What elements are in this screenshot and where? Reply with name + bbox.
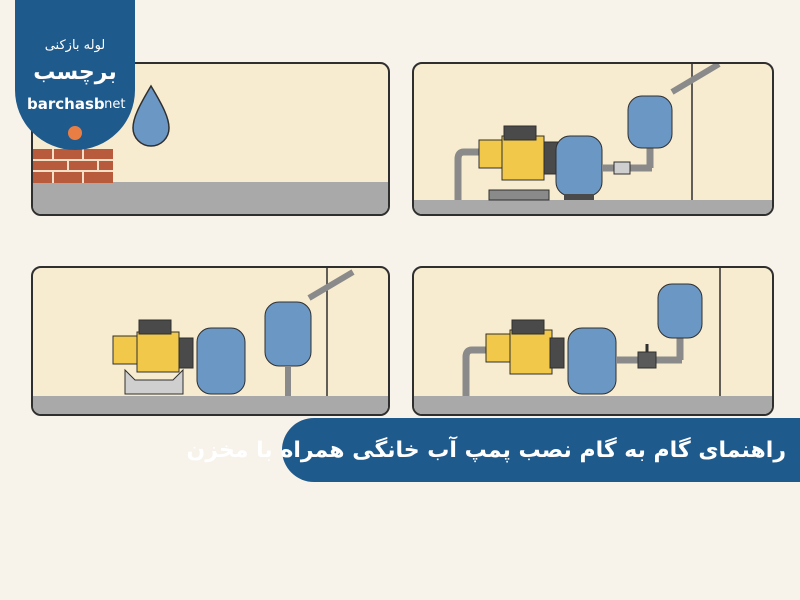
step-panel-2 [412, 62, 774, 216]
logo-domain-tld: .net [100, 97, 126, 112]
pump-motor [136, 331, 180, 373]
expansion-tank [627, 95, 673, 149]
brand-logo[interactable]: لوله بازکنی برچسب barchasb .net [15, 0, 135, 150]
step-2-illustration [414, 64, 772, 214]
pressure-tank [567, 327, 617, 395]
pressure-tank [555, 135, 603, 197]
pump-motor [509, 329, 553, 375]
pump-fan-cover [549, 337, 565, 369]
pump-base [488, 189, 550, 201]
logo-domain-main: barchasb [27, 95, 105, 113]
expansion-tank [657, 283, 703, 339]
floor [414, 200, 772, 214]
logo-brand: برچسب [33, 60, 117, 85]
suction-pipe [462, 346, 490, 396]
step-panel-4 [412, 266, 774, 416]
suction-pipe [454, 148, 484, 200]
pressure-tank [196, 327, 246, 395]
pump-terminal-box [503, 125, 537, 141]
valve-icon [637, 351, 657, 369]
logo-subtitle: لوله بازکنی [44, 38, 106, 53]
pump-fan-cover [178, 337, 194, 369]
step-1-illustration [33, 84, 388, 214]
logo-dot-icon [68, 126, 82, 140]
pump-motor [501, 135, 545, 181]
check-valve-icon [613, 161, 631, 175]
pump-head [478, 139, 506, 169]
roof-pipe [670, 64, 721, 95]
pump-head [112, 335, 140, 365]
pump-terminal-box [511, 319, 545, 335]
floor [33, 396, 388, 414]
roof-pipe [307, 269, 355, 301]
floor [33, 182, 388, 214]
pump-stand [124, 368, 184, 395]
step-3-illustration [33, 268, 388, 414]
water-drop-icon [132, 84, 170, 147]
step-panel-3 [31, 266, 390, 416]
tank-base [564, 194, 594, 200]
step-4-illustration [414, 268, 772, 414]
brick-wall [33, 149, 113, 183]
pump-terminal-box [138, 319, 172, 335]
banner-title: راهنمای گام به گام نصب پمپ آب خانگی همرا… [186, 437, 786, 463]
pump-head [485, 333, 513, 363]
title-banner: راهنمای گام به گام نصب پمپ آب خانگی همرا… [187, 418, 800, 482]
expansion-tank [264, 301, 312, 367]
floor [414, 396, 772, 414]
